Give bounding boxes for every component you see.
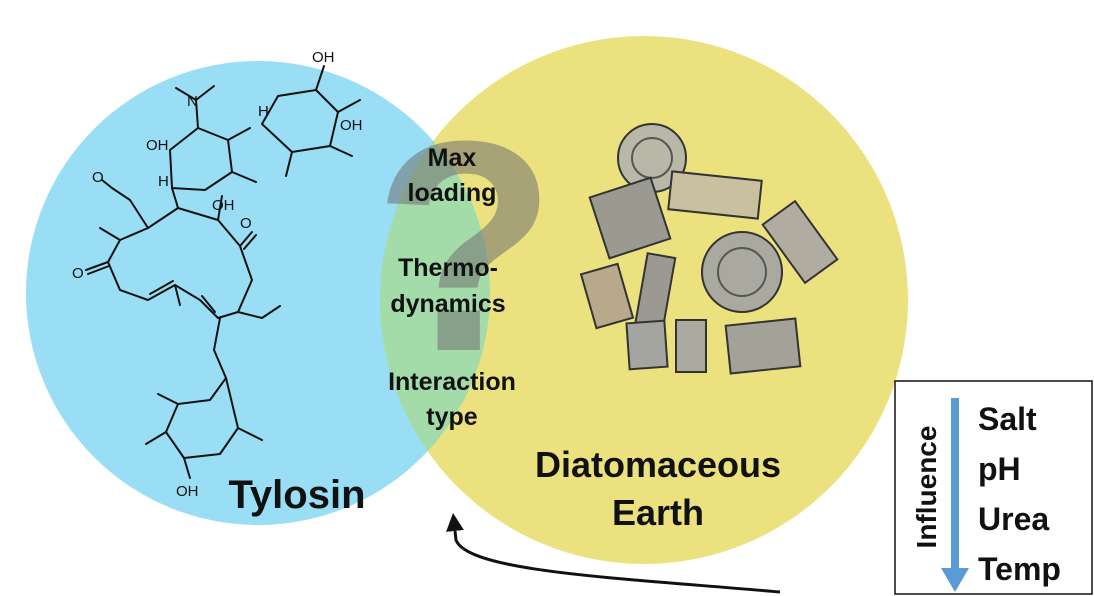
diatom-rect-4 xyxy=(579,262,635,330)
atom-label-oh-5: OH xyxy=(176,483,199,500)
tylosin-atom-labels: N O O O OH OH OH OH H H OH xyxy=(72,49,363,500)
diatomaceous-label-line2: Earth xyxy=(612,492,704,533)
atom-label-h-2: H xyxy=(158,173,169,190)
diatom-rect-2 xyxy=(667,170,763,220)
tylosin-molecule-structure xyxy=(85,65,361,479)
atom-label-oh-3: OH xyxy=(312,49,335,66)
center-item-max-loading-line2: loading xyxy=(408,179,497,207)
atom-label-oh-2: OH xyxy=(212,197,235,214)
atom-label-h-1: H xyxy=(258,103,269,120)
tylosin-circle xyxy=(26,61,490,525)
influence-box: Influence Salt pH Urea Temp xyxy=(894,380,1093,595)
center-item-interaction-type-line1: Interaction xyxy=(388,368,516,396)
center-item-interaction-type-line2: type xyxy=(426,403,478,431)
atom-label-oh-1: OH xyxy=(146,137,169,154)
influence-feedback-arrow xyxy=(446,513,781,594)
atom-label-n: N xyxy=(187,93,198,110)
atom-label-o-lactone: O xyxy=(240,215,252,232)
atom-label-oh-4: OH xyxy=(340,117,363,134)
diatom-rect-6 xyxy=(625,319,669,371)
atom-label-o-ketone: O xyxy=(72,265,84,282)
diatom-rect-3 xyxy=(761,199,839,285)
center-item-thermodynamics-line2: dynamics xyxy=(390,290,505,318)
overlap-items: Max loading Thermo- dynamics Interaction… xyxy=(388,144,516,431)
influence-factor-temp: Temp xyxy=(978,551,1061,587)
diatomaceous-label-line1: Diatomaceous xyxy=(535,444,781,485)
diatom-illustrations xyxy=(579,123,839,375)
tylosin-label: Tylosin xyxy=(228,473,365,517)
influence-title: Influence xyxy=(911,426,942,549)
influence-factor-urea: Urea xyxy=(978,501,1049,537)
question-mark: ? xyxy=(373,78,556,414)
diatom-rect-1 xyxy=(588,176,672,260)
center-item-thermodynamics-line1: Thermo- xyxy=(398,254,498,282)
diatom-disc-2 xyxy=(701,231,783,313)
diatom-rect-7 xyxy=(675,319,707,373)
influence-factor-salt: Salt xyxy=(978,401,1037,437)
influence-box-frame xyxy=(894,380,1093,595)
center-item-max-loading-line1: Max xyxy=(428,144,477,172)
diatom-rect-8 xyxy=(724,317,802,375)
influence-factor-ph: pH xyxy=(978,451,1021,487)
influence-arrow-head xyxy=(941,568,969,592)
atom-label-o-aldehyde: O xyxy=(92,169,104,186)
